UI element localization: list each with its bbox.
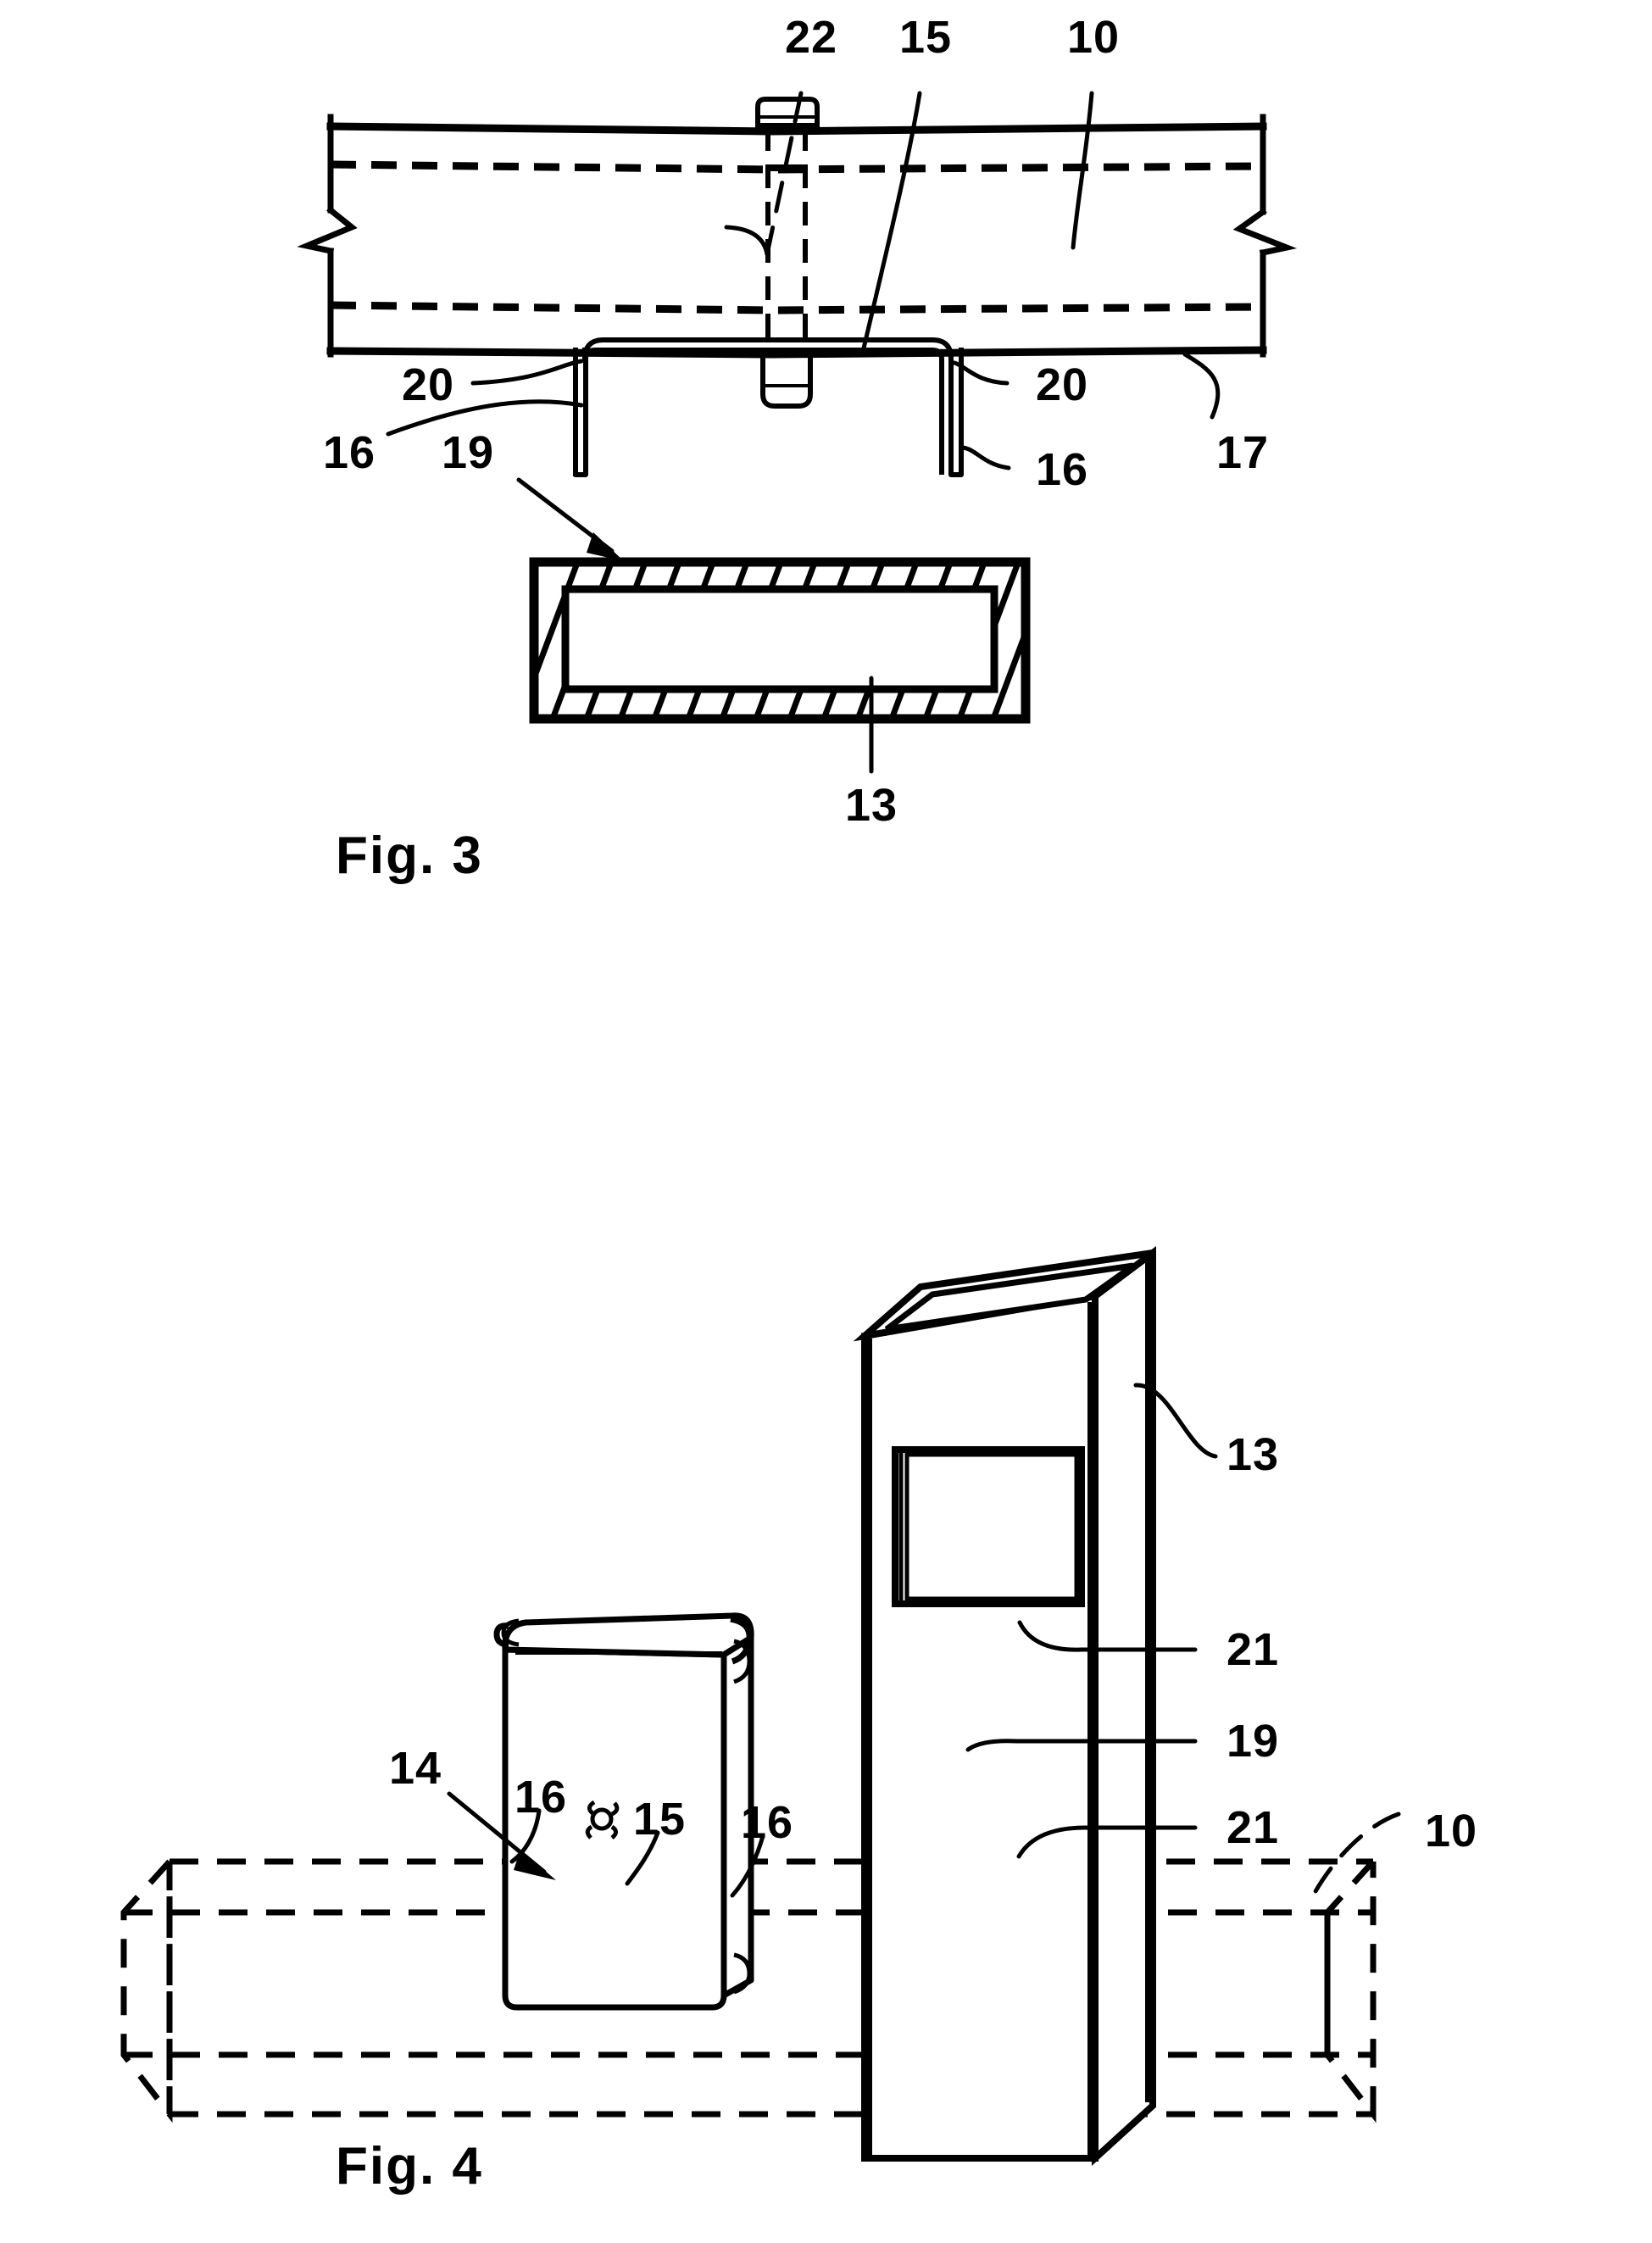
figure-4-drawing: 13 21 19 21 10 14 16 15 16 Fig. 4: [120, 1246, 1477, 2196]
ref-13-fig3: 13: [845, 780, 898, 831]
ref-14: 14: [389, 1743, 442, 1794]
rivet-icon: [585, 1800, 620, 1839]
ref-16-left: 16: [323, 427, 375, 478]
ref-21-lower: 21: [1226, 1802, 1279, 1853]
ref-16-fig4-l: 16: [515, 1772, 567, 1823]
fig3-leader-lines: [386, 91, 1221, 774]
figure-3-drawing: 22 15 10 20 20 16 19 16 17 13 Fig. 3: [297, 12, 1298, 885]
ref-19-fig4: 19: [1226, 1716, 1279, 1767]
ref-20-left: 20: [402, 359, 454, 410]
beam-outline: [297, 114, 1298, 359]
bolt-head: [755, 97, 820, 128]
ref-19: 19: [442, 427, 494, 478]
fig4-reference-numerals: 13 21 19 21 10 14 16 15 16: [389, 1429, 1477, 1856]
ref-20-right: 20: [1036, 359, 1088, 410]
fig4-leader-lines: [447, 1383, 1401, 1903]
fig3-reference-numerals: 22 15 10 20 20 16 19 16 17 13: [323, 12, 1269, 831]
ref-17: 17: [1216, 427, 1269, 478]
ref-16-fig4-r: 16: [741, 1797, 793, 1848]
ref-13-fig4: 13: [1226, 1429, 1279, 1480]
post-opening: [892, 1446, 1085, 1607]
post-edges: [867, 1258, 1150, 2158]
ref-15-fig4: 15: [633, 1794, 686, 1845]
vertical-post: [853, 1246, 1156, 2167]
beam-hidden-walls: [330, 160, 1264, 314]
figure-4-caption: Fig. 4: [336, 2137, 483, 2196]
ref-10: 10: [1067, 12, 1120, 63]
ref-22: 22: [785, 12, 837, 63]
ref-10-fig4: 10: [1425, 1806, 1477, 1856]
bolt-nut: [760, 358, 813, 409]
ref-15: 15: [899, 12, 952, 63]
ref-21-upper: 21: [1226, 1624, 1279, 1675]
post-cross-section: [529, 557, 1031, 724]
figure-3-caption: Fig. 3: [336, 827, 483, 885]
ref-16-right: 16: [1036, 444, 1088, 495]
u-bracket: [573, 337, 964, 477]
